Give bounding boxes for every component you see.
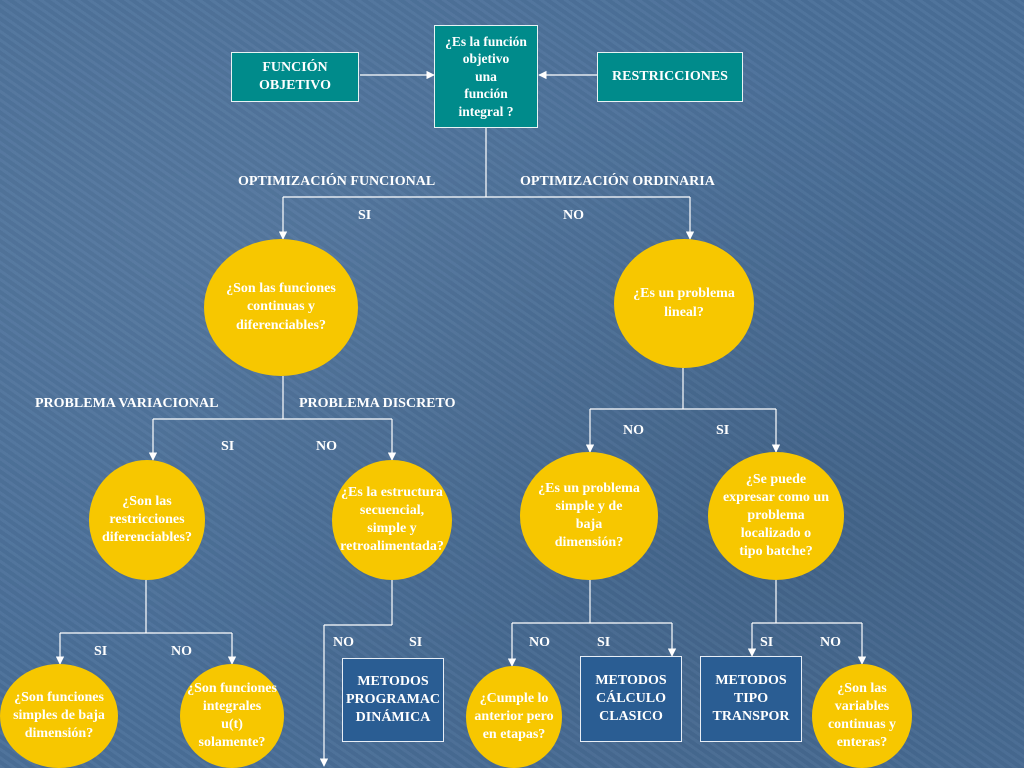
label-no-2: NO <box>316 439 337 454</box>
label-optimizacion-funcional: OPTIMIZACIÓN FUNCIONAL <box>238 174 436 189</box>
label-no-3: NO <box>623 423 644 438</box>
label-si-1: SI <box>358 208 372 223</box>
cumple-anterior-text: ¿Cumple lo anterior pero en etapas? <box>474 690 554 743</box>
label-optimizacion-ordinaria: OPTIMIZACIÓN ORDINARIA <box>520 174 715 189</box>
label-problema-variacional: PROBLEMA VARIACIONAL <box>35 396 219 411</box>
metodos-calculo-text: METODOS CÁLCULO CLASICO <box>595 672 667 725</box>
problema-simple-circle: ¿Es un problema simple y de baja dimensi… <box>520 452 658 580</box>
estructura-secuencial-text: ¿Es la estructura secuencial, simple y r… <box>340 484 444 555</box>
continuas-diferenciables-circle: ¿Son las funciones continuas y diferenci… <box>204 239 358 376</box>
funciones-simples-circle: ¿Son funciones simples de baja dimensión… <box>0 664 118 768</box>
metodos-transporte-text: METODOS TIPO TRANSPOR <box>712 672 790 725</box>
funcion-objetivo-text: FUNCIÓN OBJETIVO <box>258 59 332 93</box>
metodos-calculo-box: METODOS CÁLCULO CLASICO <box>580 656 682 742</box>
funciones-integrales-circle: ¿Son funciones integrales u(t) solamente… <box>180 664 284 768</box>
metodos-programacion-box: METODOS PROGRAMAC DINÁMICA <box>342 658 444 742</box>
es-integral-box: ¿Es la función objetivo una función inte… <box>434 25 538 128</box>
label-si-6: SI <box>597 635 611 650</box>
funciones-simples-text: ¿Son funciones simples de baja dimensión… <box>13 689 105 742</box>
es-integral-text: ¿Es la función objetivo una función inte… <box>445 33 527 119</box>
problema-localizado-text: ¿Se puede expresar como un problema loca… <box>722 471 830 560</box>
label-si-4: SI <box>94 644 108 659</box>
label-problema-discreto: PROBLEMA DISCRETO <box>299 396 456 411</box>
problema-localizado-circle: ¿Se puede expresar como un problema loca… <box>708 452 844 580</box>
label-no-6: NO <box>529 635 550 650</box>
label-si-2: SI <box>221 439 235 454</box>
label-no-1: NO <box>563 208 584 223</box>
label-no-4: NO <box>171 644 192 659</box>
metodos-programacion-text: METODOS PROGRAMAC DINÁMICA <box>345 673 441 726</box>
restricciones-diferenciables-circle: ¿Son las restricciones diferenciables? <box>89 460 205 580</box>
restricciones-text: RESTRICCIONES <box>612 68 728 84</box>
label-si-7: SI <box>760 635 774 650</box>
metodos-transporte-box: METODOS TIPO TRANSPOR <box>700 656 802 742</box>
restricciones-box: RESTRICCIONES <box>597 52 743 102</box>
variables-continuas-circle: ¿Son las variables continuas y enteras? <box>812 664 912 768</box>
problema-lineal-text: ¿Es un problema lineal? <box>633 286 735 320</box>
label-si-3: SI <box>716 423 730 438</box>
label-no-5: NO <box>333 635 354 650</box>
problema-simple-text: ¿Es un problema simple y de baja dimensi… <box>538 480 640 551</box>
continuas-diferenciables-text: ¿Son las funciones continuas y diferenci… <box>226 281 336 333</box>
label-si-5: SI <box>409 635 423 650</box>
funciones-integrales-text: ¿Son funciones integrales u(t) solamente… <box>187 680 277 751</box>
variables-continuas-text: ¿Son las variables continuas y enteras? <box>827 680 897 751</box>
problema-lineal-circle: ¿Es un problema lineal? <box>614 239 754 368</box>
cumple-anterior-circle: ¿Cumple lo anterior pero en etapas? <box>466 666 562 768</box>
funcion-objetivo-box: FUNCIÓN OBJETIVO <box>231 52 359 102</box>
restricciones-diferenciables-text: ¿Son las restricciones diferenciables? <box>102 493 192 546</box>
estructura-secuencial-circle: ¿Es la estructura secuencial, simple y r… <box>332 460 452 580</box>
label-no-7: NO <box>820 635 841 650</box>
